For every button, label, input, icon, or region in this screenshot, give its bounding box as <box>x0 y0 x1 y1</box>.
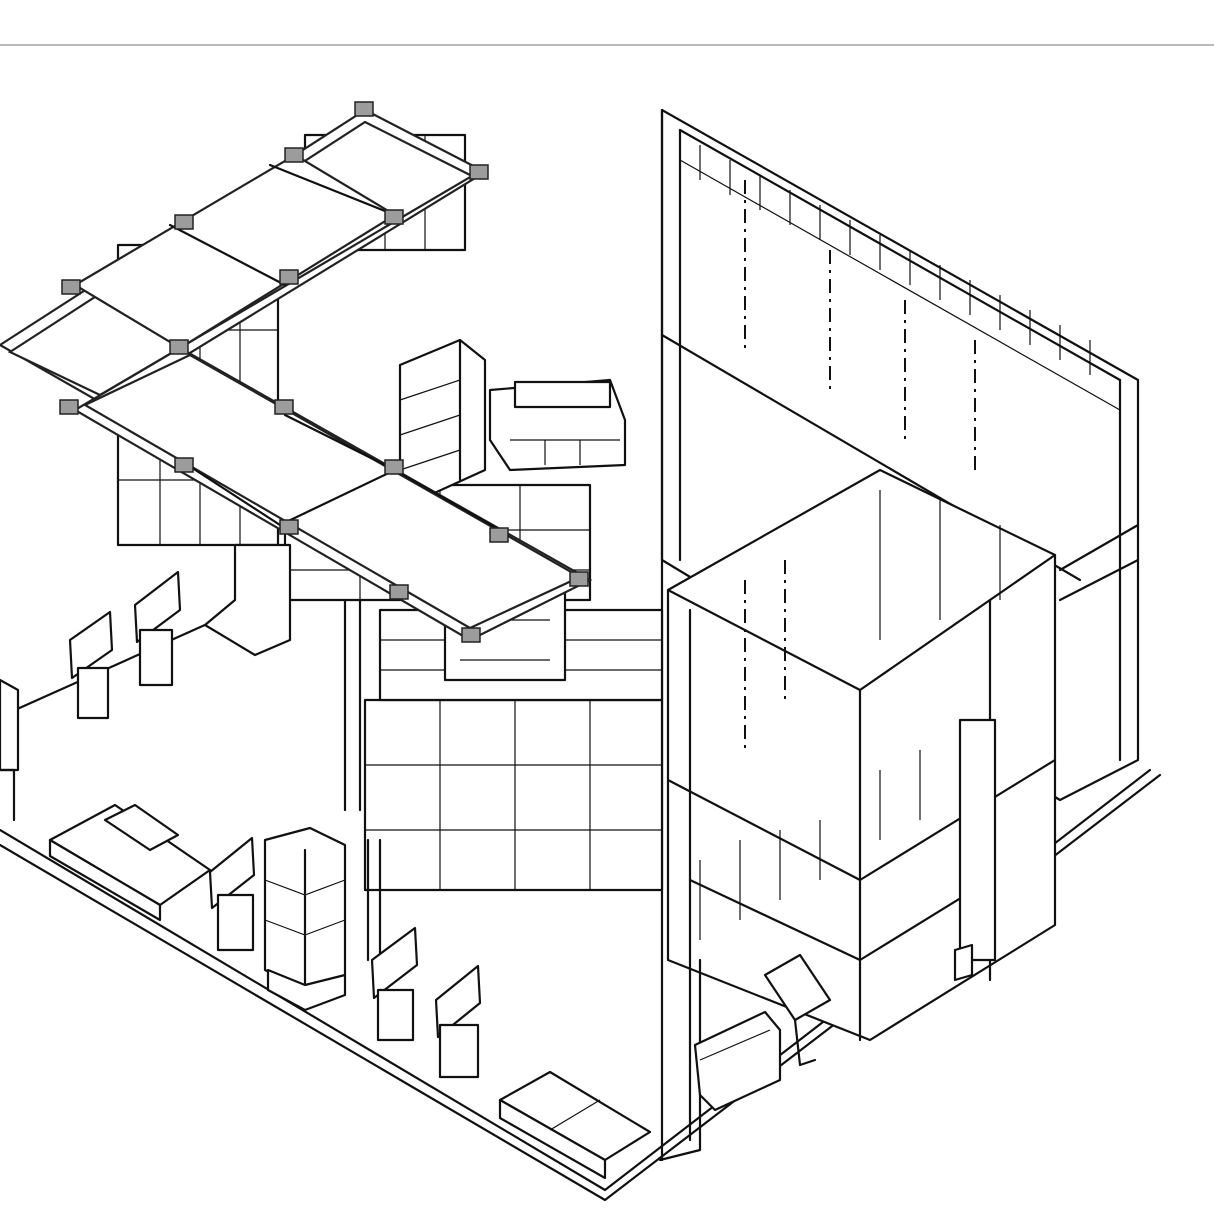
bench-front <box>498 1070 652 1180</box>
kiosk-totem <box>370 926 419 1042</box>
top-divider-line <box>0 44 1214 46</box>
truss-nodes <box>59 101 589 643</box>
display-showcase <box>263 826 347 1012</box>
side-door-panel <box>953 943 974 982</box>
meeting-room-cube <box>658 468 1057 1162</box>
kiosk-totem <box>208 836 256 952</box>
kiosk-totem <box>133 570 182 687</box>
kiosk-totem <box>68 610 114 720</box>
back-shelf-unit <box>398 338 487 497</box>
bench-left <box>48 803 212 922</box>
kiosk-totem-angled <box>763 953 832 1067</box>
center-back-wall <box>343 598 664 962</box>
kiosk-totem <box>434 964 482 1079</box>
back-sofa <box>488 378 627 472</box>
kiosk-totem <box>0 678 20 822</box>
reception-counter <box>693 1010 782 1112</box>
